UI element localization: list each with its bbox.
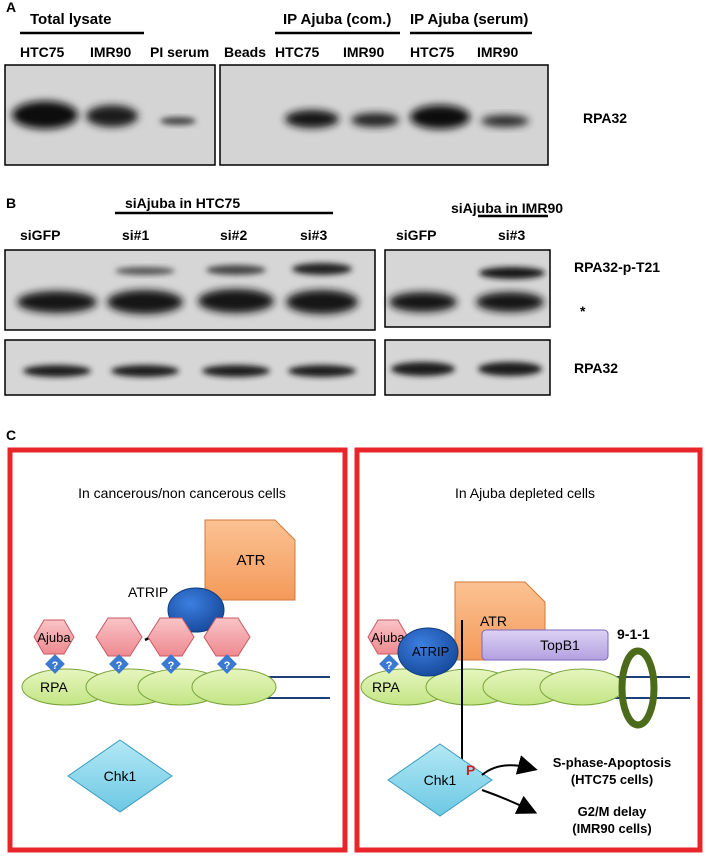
band [206, 265, 266, 275]
blot-b-top-right [384, 249, 551, 328]
band [285, 110, 339, 128]
band [479, 267, 545, 279]
atr-label: ATR [480, 613, 507, 629]
ajuba-shape [147, 617, 195, 657]
phospho-label: P [466, 762, 475, 778]
band [86, 105, 138, 127]
ajuba-shape [33, 619, 75, 655]
band [288, 365, 356, 377]
blot-a-right [219, 64, 549, 166]
outcome-arrow-1 [481, 755, 538, 776]
blot-b-bottom-left [4, 339, 376, 396]
nine-one-one-label: 9-1-1 [617, 626, 650, 642]
atrip-label: ATRIP [128, 584, 168, 600]
outcome2-line2: (IMR90 cells) [572, 821, 651, 836]
rpa-label: RPA [372, 679, 400, 695]
rpa-shape [539, 668, 625, 706]
lane-label: IMR90 [477, 44, 518, 60]
blot-a-left [4, 64, 216, 166]
outcome-arrow-2 [481, 789, 538, 814]
ajuba-label: Ajuba [37, 630, 71, 645]
question-mark: ? [386, 660, 393, 672]
band [292, 263, 352, 275]
right-scheme-title: In Ajuba depleted cells [455, 485, 595, 501]
question-mark: ? [116, 660, 123, 672]
asterisk-label: * [580, 303, 586, 319]
lane-label: si#1 [122, 227, 149, 243]
lane-label: HTC75 [20, 44, 65, 60]
question-mark: ? [52, 660, 59, 672]
atrip-shape [397, 627, 459, 677]
outcome1-line2: (HTC75 cells) [571, 772, 653, 787]
atr-shape [204, 519, 296, 601]
band-label-rpa32-bottom: RPA32 [574, 360, 618, 376]
band [202, 365, 270, 377]
ajuba-shape [95, 617, 143, 657]
atrip-label: ATRIP [412, 644, 449, 659]
band [389, 292, 457, 312]
band [391, 362, 455, 376]
band [410, 105, 470, 129]
lane-label: HTC75 [410, 44, 455, 60]
lane-label: si#3 [300, 227, 327, 243]
lane-label: Beads [224, 44, 266, 60]
band-label-rpa32: RPA32 [583, 110, 627, 126]
rpa-label: RPA [40, 679, 68, 695]
left-scheme-title: In cancerous/non cancerous cells [78, 485, 286, 501]
outcome2-line1: G2/M delay [578, 804, 647, 819]
group-ip-ajuba-serum: IP Ajuba (serum) [410, 11, 528, 28]
chk1-label: Chk1 [424, 772, 457, 788]
question-mark: ? [224, 660, 231, 672]
panel-c-label: C [6, 427, 16, 443]
blot-b-bottom-right [384, 339, 551, 396]
band [23, 365, 91, 377]
ajuba-label: Ajuba [371, 630, 405, 645]
band [198, 289, 274, 313]
outcome1-line1: S-phase-Apoptosis [553, 755, 671, 770]
blot-b-top-left [4, 249, 376, 331]
atr-label: ATR [237, 552, 266, 569]
band [286, 290, 358, 314]
band [111, 365, 179, 377]
nine-one-one-ring [618, 647, 658, 729]
ajuba-group [33, 617, 251, 657]
band [478, 362, 542, 376]
lane-label: si#2 [220, 227, 247, 243]
band [481, 115, 529, 127]
band [351, 113, 399, 127]
group-siajuba-imr90: siAjuba in IMR90 [451, 200, 563, 216]
band-label-rpa32-p-t21: RPA32-p-T21 [574, 259, 660, 275]
chk1-shape [67, 739, 173, 813]
question-mark: ? [168, 660, 175, 672]
panel-b-label: B [6, 195, 16, 211]
lane-label: IMR90 [90, 44, 131, 60]
band [476, 292, 544, 312]
band [107, 290, 183, 314]
lane-label: si#3 [498, 227, 525, 243]
lane-label: siGFP [396, 227, 436, 243]
lane-label: PI serum [150, 44, 209, 60]
lane-label: IMR90 [343, 44, 384, 60]
band [115, 267, 175, 275]
connector-icon [379, 654, 399, 674]
group-total-lysate: Total lysate [30, 11, 111, 28]
chk1-shape [387, 743, 493, 817]
ajuba-shape [203, 617, 251, 657]
group-siajuba-htc75: siAjuba in HTC75 [125, 195, 240, 211]
rpa-shape [191, 668, 277, 706]
topb1-shape [481, 629, 609, 661]
band [160, 117, 196, 125]
topb1-label: TopB1 [540, 637, 580, 653]
band [12, 101, 78, 129]
group-ip-ajuba-com: IP Ajuba (com.) [283, 11, 391, 28]
chk1-label: Chk1 [104, 768, 137, 784]
lane-label: siGFP [20, 227, 60, 243]
panel-a-label: A [6, 0, 16, 15]
band [17, 291, 97, 313]
lane-label: HTC75 [275, 44, 320, 60]
